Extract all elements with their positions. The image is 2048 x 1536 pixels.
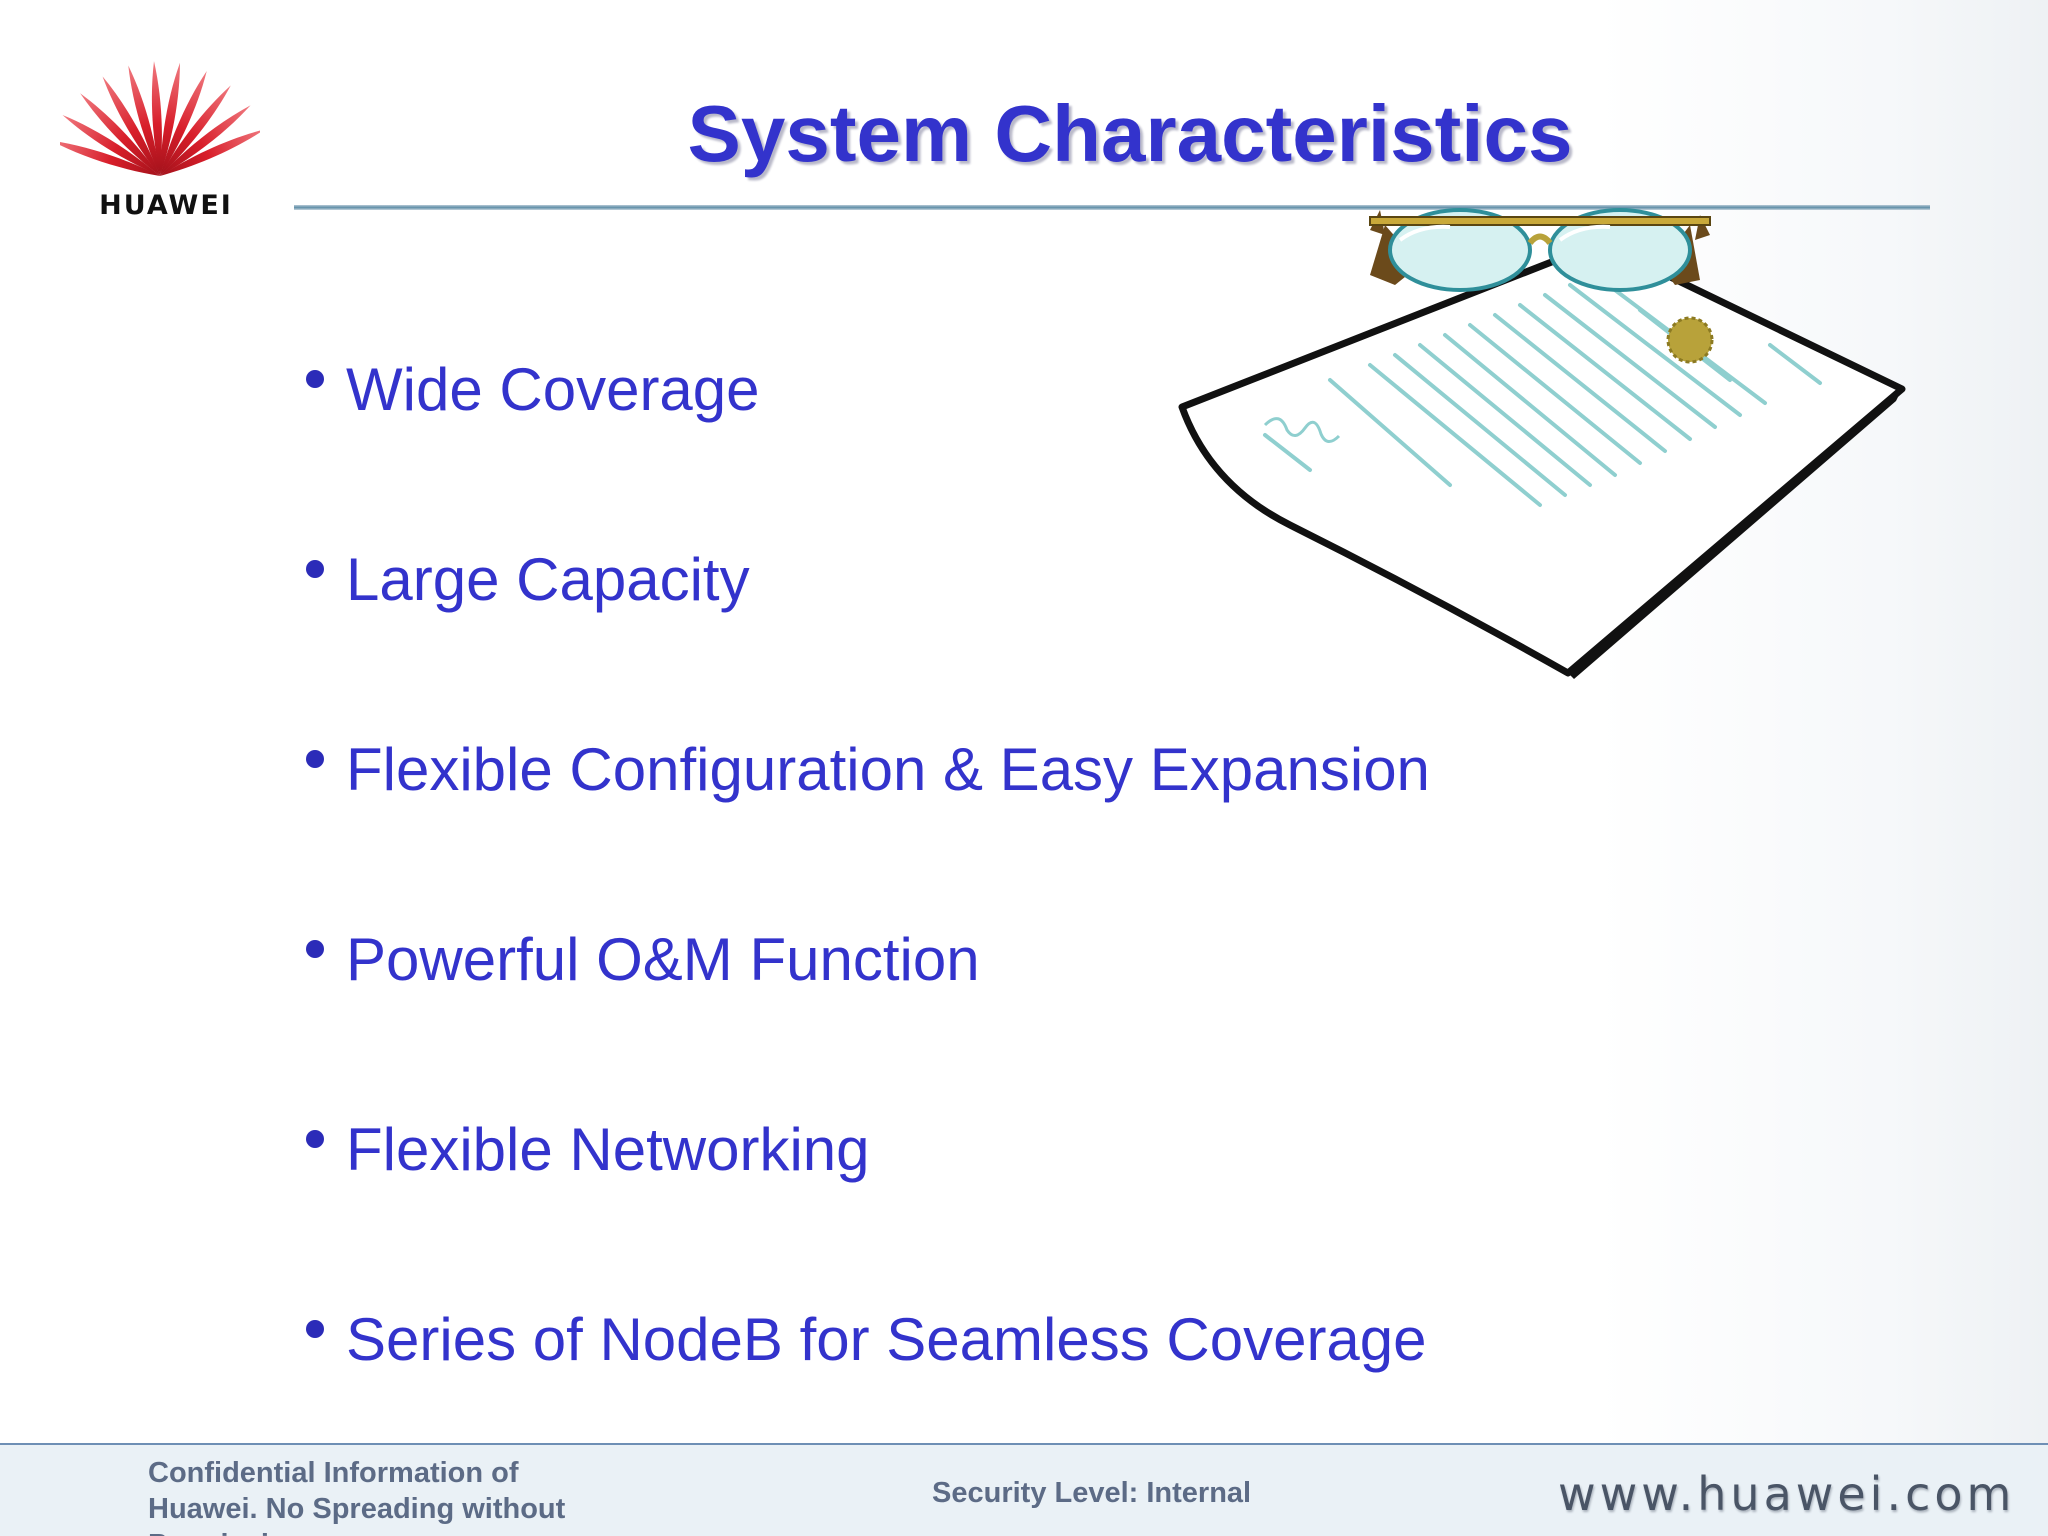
bullet-dot-icon [306,560,324,578]
confidential-notice: Confidential Information of Huawei. No S… [148,1457,566,1536]
website-url[interactable]: www.huawei.com [1558,1467,2016,1521]
bullet-item: Large Capacity [300,540,1430,730]
bullet-item: Flexible Networking [300,1110,1430,1300]
logo-wordmark: HUAWEI [99,190,233,221]
bullet-text: Flexible Configuration & Easy Expansion [346,736,1430,803]
huawei-petal-logo-icon [60,61,260,176]
bullet-item: Wide Coverage [300,350,1430,540]
bullet-text: Flexible Networking [346,1116,870,1183]
bullet-dot-icon [306,1320,324,1338]
bullet-text: Large Capacity [346,546,750,613]
huawei-logo: HUAWEI [60,48,260,228]
bullet-item: Flexible Configuration & Easy Expansion [300,730,1430,920]
slide-title: System Characteristics [687,89,1573,178]
bullet-text: Powerful O&M Function [346,926,980,993]
security-level: Security Level: Internal [932,1477,1252,1509]
footer-bar: Confidential Information of Huawei. No S… [0,1443,2048,1536]
bullet-dot-icon [306,750,324,768]
bullet-text: Wide Coverage [346,356,760,423]
bullet-item: Series of NodeB for Seamless Coverage [300,1300,1430,1490]
bullet-dot-icon [306,370,324,388]
bullet-item: Powerful O&M Function [300,920,1430,1110]
title-divider [294,205,1930,210]
bullet-list: Wide Coverage Large Capacity Flexible Co… [300,350,1430,1490]
document-with-glasses-icon [1178,208,1906,679]
bullet-text: Series of NodeB for Seamless Coverage [346,1306,1427,1373]
document-with-glasses-illustration [1170,195,1910,685]
bullet-dot-icon [306,1130,324,1148]
bullet-dot-icon [306,940,324,958]
